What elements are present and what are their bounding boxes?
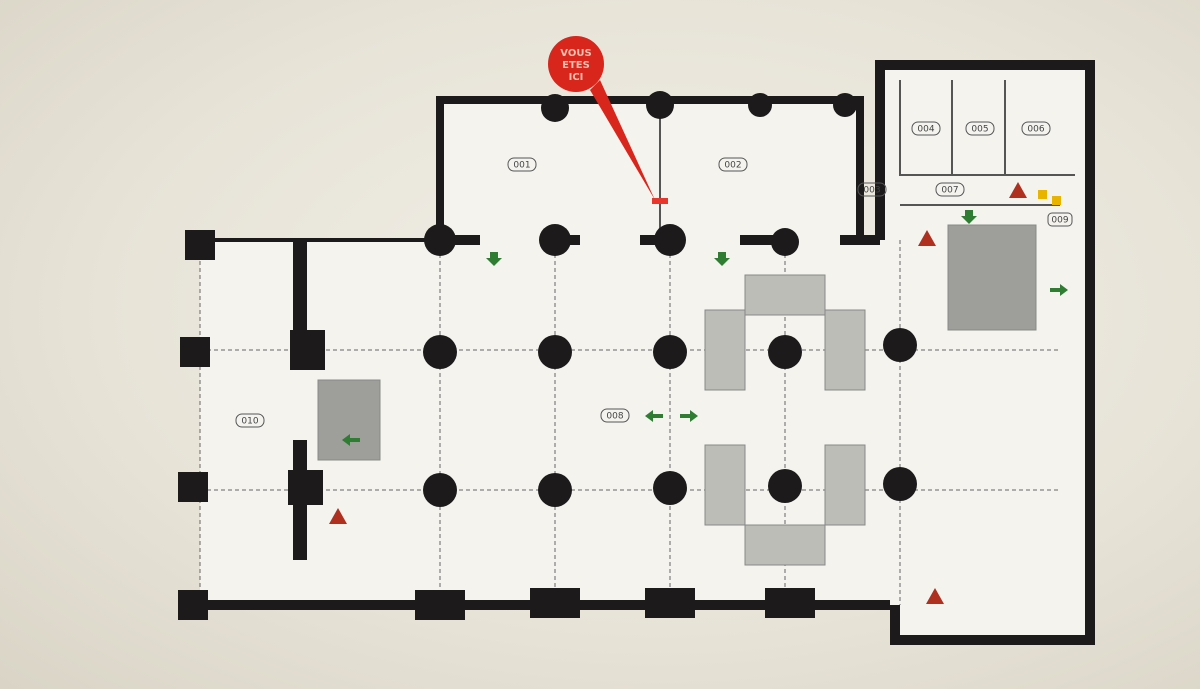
room-label-005: 005 (965, 121, 995, 136)
you-are-here-marker: VOUS ETES ICI (548, 36, 668, 204)
exit-arrows (342, 210, 1068, 446)
svg-text:ICI: ICI (569, 72, 584, 83)
svg-text:010: 010 (241, 417, 258, 427)
svg-text:VOUS: VOUS (560, 48, 591, 59)
inner-partitions (659, 80, 1075, 240)
room-label-010: 010 (235, 413, 265, 428)
exit-arrow-icon (714, 252, 730, 266)
svg-text:003: 003 (863, 186, 880, 196)
room-label-007: 007 (935, 182, 965, 197)
exit-arrow-icon (486, 252, 502, 266)
exit-arrow-icon (961, 210, 977, 224)
room-label-009: 009 (1047, 212, 1073, 227)
shaded-zones (317, 224, 1037, 566)
hazard-triangle-icon (918, 230, 936, 246)
exit-arrow-icon (342, 434, 360, 446)
svg-text:008: 008 (606, 412, 623, 422)
floor-areas (200, 65, 1090, 640)
exit-arrow-icon (645, 410, 663, 422)
svg-text:ETES: ETES (562, 60, 590, 71)
room-labels: 001 002 003 004 005 006 007 008 009 010 (235, 121, 1073, 428)
hazard-triangle-icon (329, 508, 347, 524)
hazard-triangle-icon (1009, 182, 1027, 198)
exit-arrow-icon (680, 410, 698, 422)
room-label-002: 002 (718, 157, 748, 172)
room-label-004: 004 (911, 121, 941, 136)
columns (178, 91, 917, 620)
svg-text:006: 006 (1027, 125, 1044, 135)
exit-arrow-icon (1050, 284, 1068, 296)
svg-text:002: 002 (724, 161, 741, 171)
hazard-signs (329, 182, 1061, 604)
room-label-001: 001 (507, 157, 537, 172)
svg-text:004: 004 (917, 125, 934, 135)
hazard-triangle-icon (926, 588, 944, 604)
room-label-003: 003 (857, 182, 887, 197)
room-label-006: 006 (1021, 121, 1051, 136)
svg-text:005: 005 (971, 125, 988, 135)
svg-text:007: 007 (941, 186, 958, 196)
svg-text:009: 009 (1051, 216, 1068, 226)
room-label-008: 008 (600, 408, 630, 423)
svg-text:001: 001 (513, 161, 530, 171)
